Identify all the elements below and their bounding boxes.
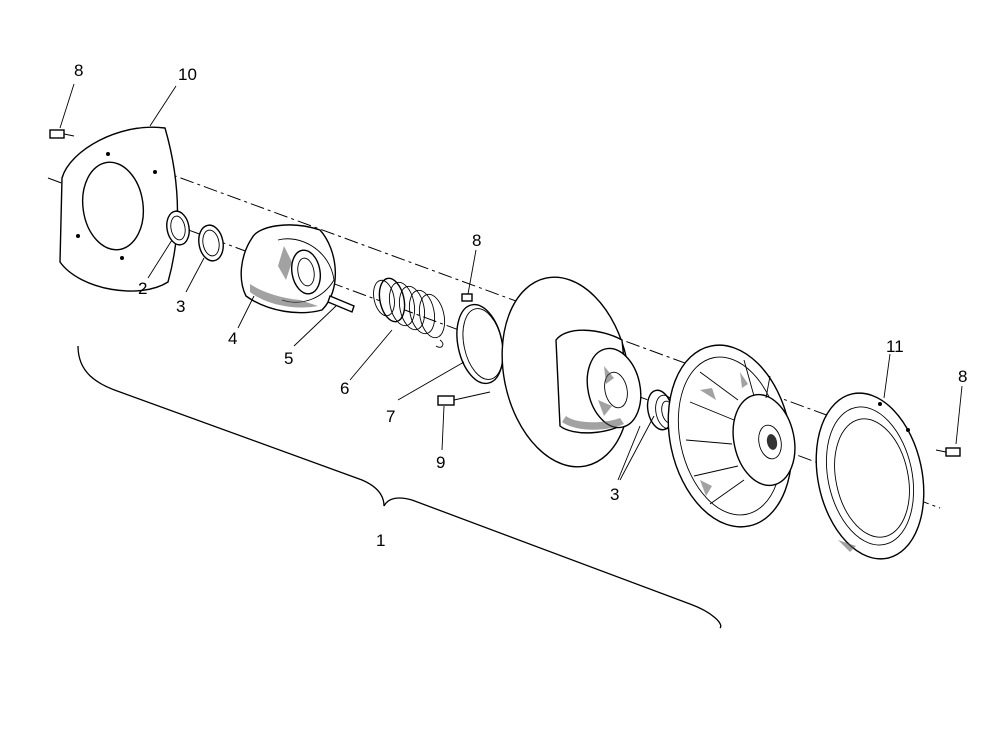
leader-lines xyxy=(59,83,963,481)
callout-11: 11 xyxy=(886,337,904,356)
callout-9: 9 xyxy=(436,453,445,472)
screw-9 xyxy=(437,391,491,406)
ring-7 xyxy=(456,303,504,385)
callouts: 8 10 2 3 4 5 6 7 8 9 3 11 8 1 xyxy=(74,61,967,550)
cover-plate-10 xyxy=(59,126,179,292)
callout-3-right: 3 xyxy=(610,485,619,504)
callout-4: 4 xyxy=(228,329,237,348)
bolt-8-right xyxy=(935,447,961,457)
callout-2: 2 xyxy=(138,279,147,298)
bolt-8-left xyxy=(49,129,75,139)
callout-8-right: 8 xyxy=(958,367,967,386)
callout-10: 10 xyxy=(178,65,197,84)
callout-1: 1 xyxy=(376,531,385,550)
pin-5 xyxy=(327,295,355,313)
callout-7: 7 xyxy=(386,407,395,426)
assembly-bracket xyxy=(77,345,722,629)
outer-cover-11 xyxy=(815,392,925,560)
snap-ring-2 xyxy=(166,210,190,246)
callout-5: 5 xyxy=(284,349,293,368)
callout-8-top-left: 8 xyxy=(74,61,83,80)
spring-6 xyxy=(373,277,446,348)
callout-8-middle: 8 xyxy=(472,231,481,250)
washer-3-left xyxy=(198,224,224,262)
callout-6: 6 xyxy=(340,379,349,398)
bolt-8-middle xyxy=(461,293,473,302)
cam-4 xyxy=(240,224,336,314)
callout-3-left: 3 xyxy=(176,297,185,316)
fixed-sheave xyxy=(667,344,796,528)
sheave-disc xyxy=(501,276,642,468)
